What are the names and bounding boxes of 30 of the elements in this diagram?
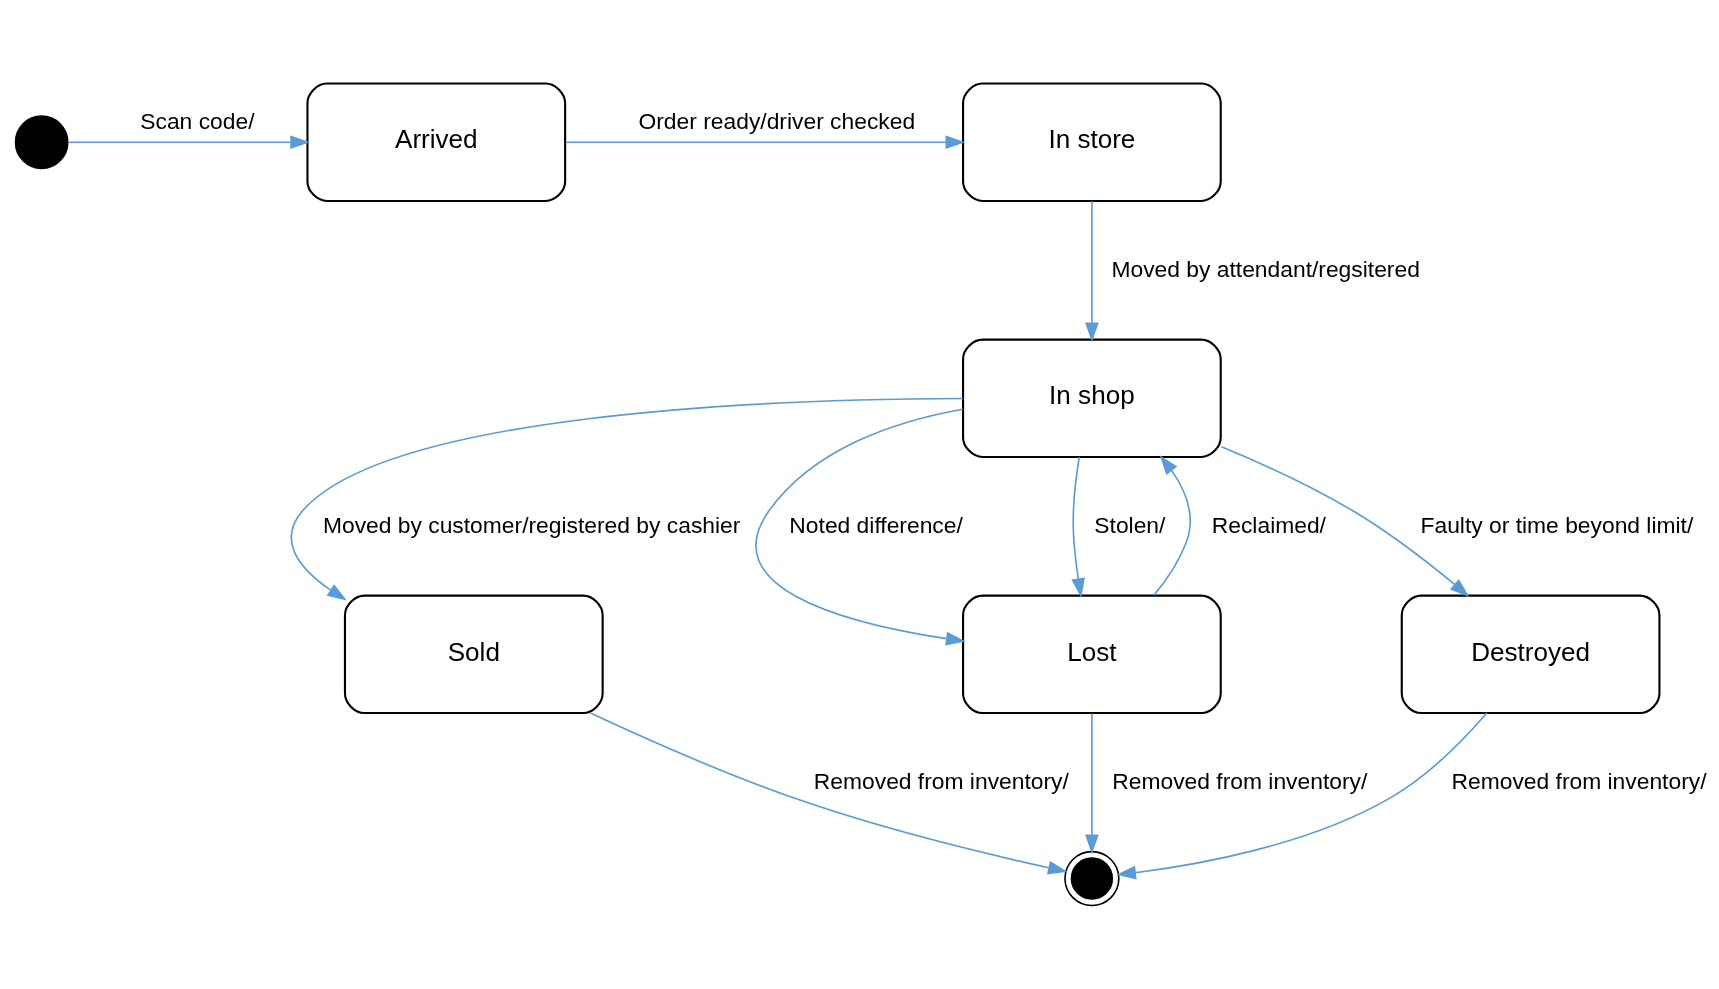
- edge-label: Moved by customer/registered by cashier: [322, 512, 741, 539]
- node-circle: [1064, 850, 1120, 907]
- edge-label: Faulty or time beyond limit/: [1420, 512, 1694, 539]
- arrow: [1220, 446, 1470, 597]
- arrow: [1071, 456, 1085, 598]
- node-box: Sold: [343, 594, 604, 715]
- node-circle: [14, 115, 69, 170]
- edge-label: Reclaimed/: [1211, 512, 1326, 539]
- edge-label: Stolen/: [1094, 512, 1166, 539]
- edge-label: Removed from inventory/: [1451, 768, 1707, 795]
- edge-label: Noted difference/: [789, 512, 963, 539]
- arrow: [755, 408, 966, 646]
- node-box: In shop: [962, 338, 1222, 459]
- edge-label: Removed from inventory/: [813, 768, 1069, 795]
- edge-label: Moved by attendant/regsitered: [1111, 256, 1420, 283]
- node-box: Destroyed: [1400, 594, 1661, 715]
- arrow: [67, 135, 310, 150]
- arrow: [1116, 712, 1488, 880]
- arrow: [565, 135, 966, 150]
- node-box: Lost: [962, 594, 1222, 715]
- edge-label: Order ready/driver checked: [638, 107, 916, 134]
- arrow: [1153, 455, 1191, 596]
- arrow: [290, 397, 964, 601]
- node-box: Arrived: [306, 82, 567, 202]
- edge-label: Removed from inventory/: [1112, 768, 1368, 795]
- node-box: In store: [962, 82, 1222, 202]
- arrow: [1085, 200, 1099, 342]
- edge-label: Scan code/: [140, 107, 255, 134]
- arrow: [1085, 712, 1099, 855]
- arrow: [589, 712, 1068, 875]
